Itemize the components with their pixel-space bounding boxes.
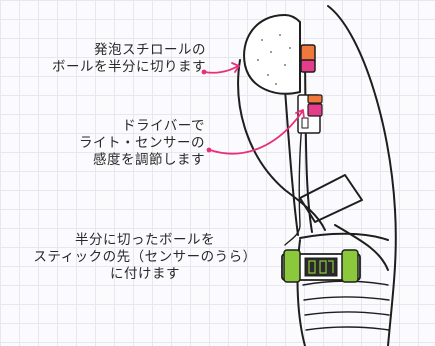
callout-ball-line-2: ボールを半分に切ります <box>52 59 206 75</box>
foam-ball <box>243 14 301 95</box>
callout-mount: 半分に切ったボールを スティックの先（センサーのうら） に付けます <box>20 232 270 283</box>
arrow-sensor <box>209 111 303 155</box>
arrow-ball <box>204 65 239 74</box>
number-display-module <box>281 249 361 283</box>
callout-mount-line-3: に付けます <box>110 266 180 282</box>
sensor-clip-top <box>300 44 316 73</box>
pipe-side <box>334 224 389 271</box>
callout-sensor-line-2: ライト・センサーの <box>79 135 205 151</box>
callout-ball-line-1: 発泡スチロールの <box>94 42 206 58</box>
callout-mount-line-2: スティックの先（センサーのうら） <box>33 249 257 265</box>
stick-right <box>304 61 313 233</box>
light-sensor-module <box>297 94 323 134</box>
callout-mount-line-1: 半分に切ったボールを <box>75 232 215 248</box>
callout-ball: 発泡スチロールの ボールを半分に切ります <box>0 42 206 76</box>
base-plate <box>299 174 363 223</box>
callout-sensor-line-1: ドライバーで <box>122 118 205 134</box>
pipe-outline <box>327 5 397 346</box>
callout-sensor: ドライバーで ライト・センサーの 感度を調節します <box>30 118 205 169</box>
callout-sensor-line-3: 感度を調節します <box>93 152 205 168</box>
cylinder-top <box>299 232 389 241</box>
cylinder-rings <box>302 280 390 331</box>
pipe-inner-curve <box>237 59 326 231</box>
